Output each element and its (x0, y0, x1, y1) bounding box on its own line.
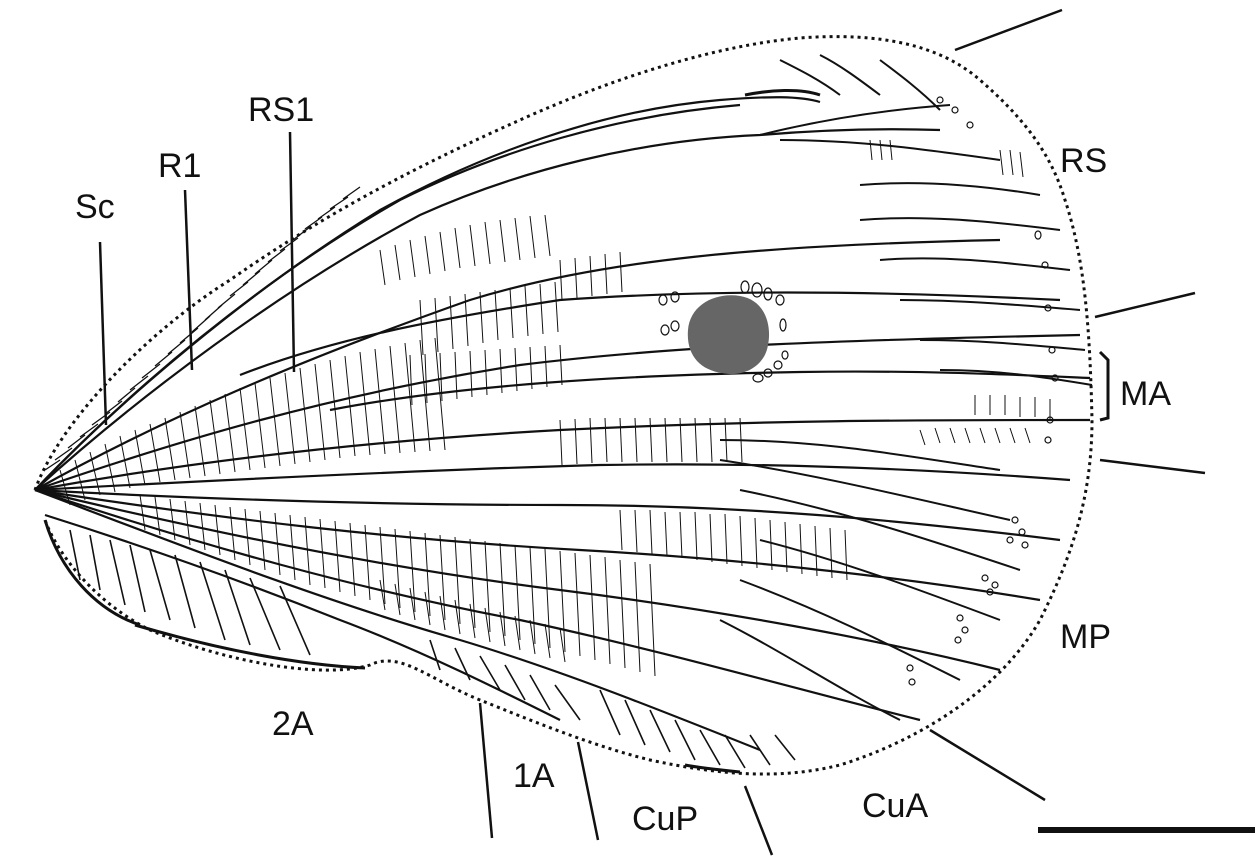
leader-sc (100, 242, 106, 425)
label-2a: 2A (272, 705, 314, 743)
leader-mp-cua (930, 730, 1045, 800)
cross-vein-hatching (60, 140, 1050, 676)
label-sc: Sc (75, 188, 115, 226)
label-cua: CuA (862, 787, 928, 825)
leader-2a-1a (480, 703, 492, 838)
leader-cup-cua (745, 786, 772, 855)
label-rs: RS (1060, 142, 1107, 180)
label-rs1: RS1 (248, 91, 314, 129)
small-cells (659, 97, 1058, 685)
longitudinal-veins (35, 97, 1090, 750)
label-1a: 1A (513, 757, 555, 795)
margin-solid-segments (45, 90, 1108, 772)
leader-rs (955, 10, 1062, 50)
dark-spot (688, 295, 769, 374)
leader-ma-top (1095, 293, 1195, 317)
costal-comb-veins (45, 187, 360, 470)
posterior-comb-veins (70, 530, 795, 768)
leader-r1 (185, 190, 192, 370)
label-ma: MA (1120, 375, 1171, 413)
leader-rs1 (290, 132, 294, 372)
leader-ma-bottom (1100, 460, 1205, 473)
leader-lines (100, 10, 1205, 855)
label-r1: R1 (158, 147, 201, 185)
label-mp: MP (1060, 618, 1111, 656)
leader-1a-cup (578, 742, 598, 840)
label-cup: CuP (632, 800, 698, 838)
apical-terminal-branches (720, 55, 1092, 720)
